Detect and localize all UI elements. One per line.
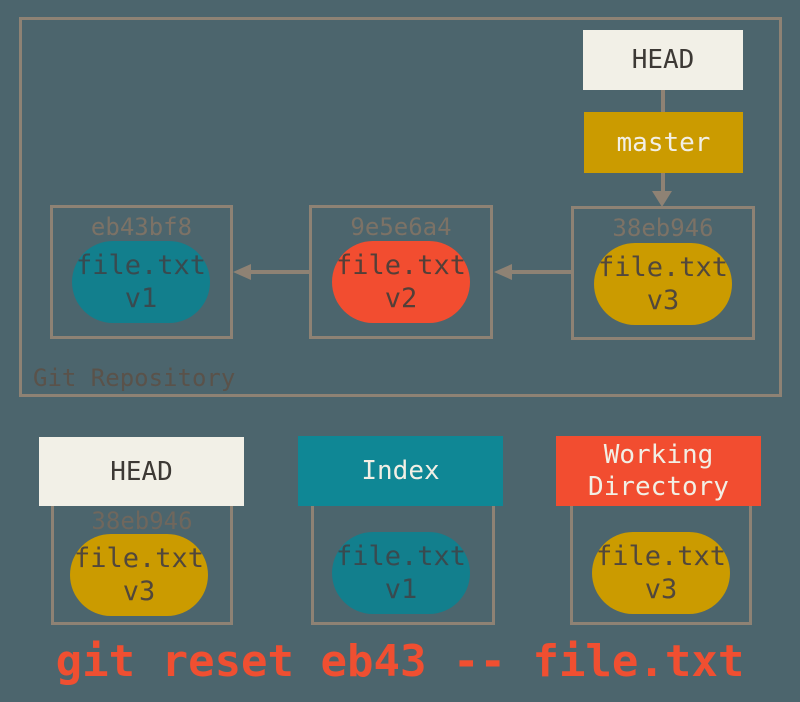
commit-box-38eb946: 38eb946: [571, 206, 755, 340]
commit-box-eb43bf8: eb43bf8: [50, 205, 233, 339]
index-area-file-blob: file.txt v1: [332, 532, 470, 614]
file-name: file.txt: [335, 541, 467, 572]
master-branch-label: master: [616, 127, 711, 158]
working-directory-file-blob: file.txt v3: [592, 532, 730, 614]
commit-box-9e5e6a4: 9e5e6a4: [309, 205, 493, 339]
master-to-commit-connector-line: [661, 173, 665, 192]
file-name: file.txt: [73, 543, 205, 574]
file-version: v3: [122, 576, 156, 607]
index-area-header: Index: [298, 436, 503, 506]
git-repository-label: Git Repository: [33, 364, 236, 392]
head-area-header: HEAD: [39, 437, 244, 506]
working-directory-area-title: Working Directory: [588, 440, 729, 502]
working-directory-area-header: Working Directory: [556, 436, 761, 506]
master-branch-box: master: [584, 112, 743, 173]
file-blob-v2: file.txt v2: [332, 241, 470, 323]
file-version: v1: [124, 283, 158, 314]
head-pointer-label: HEAD: [631, 45, 695, 75]
commit-hash: 9e5e6a4: [350, 213, 452, 241]
file-version: v1: [384, 574, 418, 605]
index-area-title: Index: [361, 456, 440, 486]
arrowhead-left-icon: [494, 264, 512, 280]
file-version: v2: [384, 283, 418, 314]
head-area-file-blob: file.txt v3: [70, 534, 208, 616]
commit-parent-arrow-line: [512, 270, 571, 274]
file-name: file.txt: [335, 250, 467, 281]
git-repository-box: Git Repository: [19, 17, 782, 397]
arrowhead-left-icon: [233, 264, 251, 280]
file-name: file.txt: [597, 252, 729, 283]
head-to-master-connector-line: [661, 90, 665, 112]
file-name: file.txt: [595, 541, 727, 572]
git-command-caption: git reset eb43 -- file.txt: [55, 636, 745, 687]
arrowhead-down-icon: [652, 191, 672, 207]
file-version: v3: [646, 285, 680, 316]
file-blob-v1: file.txt v1: [72, 241, 210, 323]
commit-hash: 38eb946: [612, 214, 714, 242]
file-blob-v3: file.txt v3: [594, 243, 732, 325]
head-pointer-box: HEAD: [583, 30, 743, 90]
head-area-title: HEAD: [110, 456, 173, 487]
commit-parent-arrow-line: [251, 270, 309, 274]
file-version: v3: [644, 574, 678, 605]
head-area-commit-hash: 38eb946: [91, 507, 193, 535]
file-name: file.txt: [75, 250, 207, 281]
commit-hash: eb43bf8: [90, 213, 193, 241]
